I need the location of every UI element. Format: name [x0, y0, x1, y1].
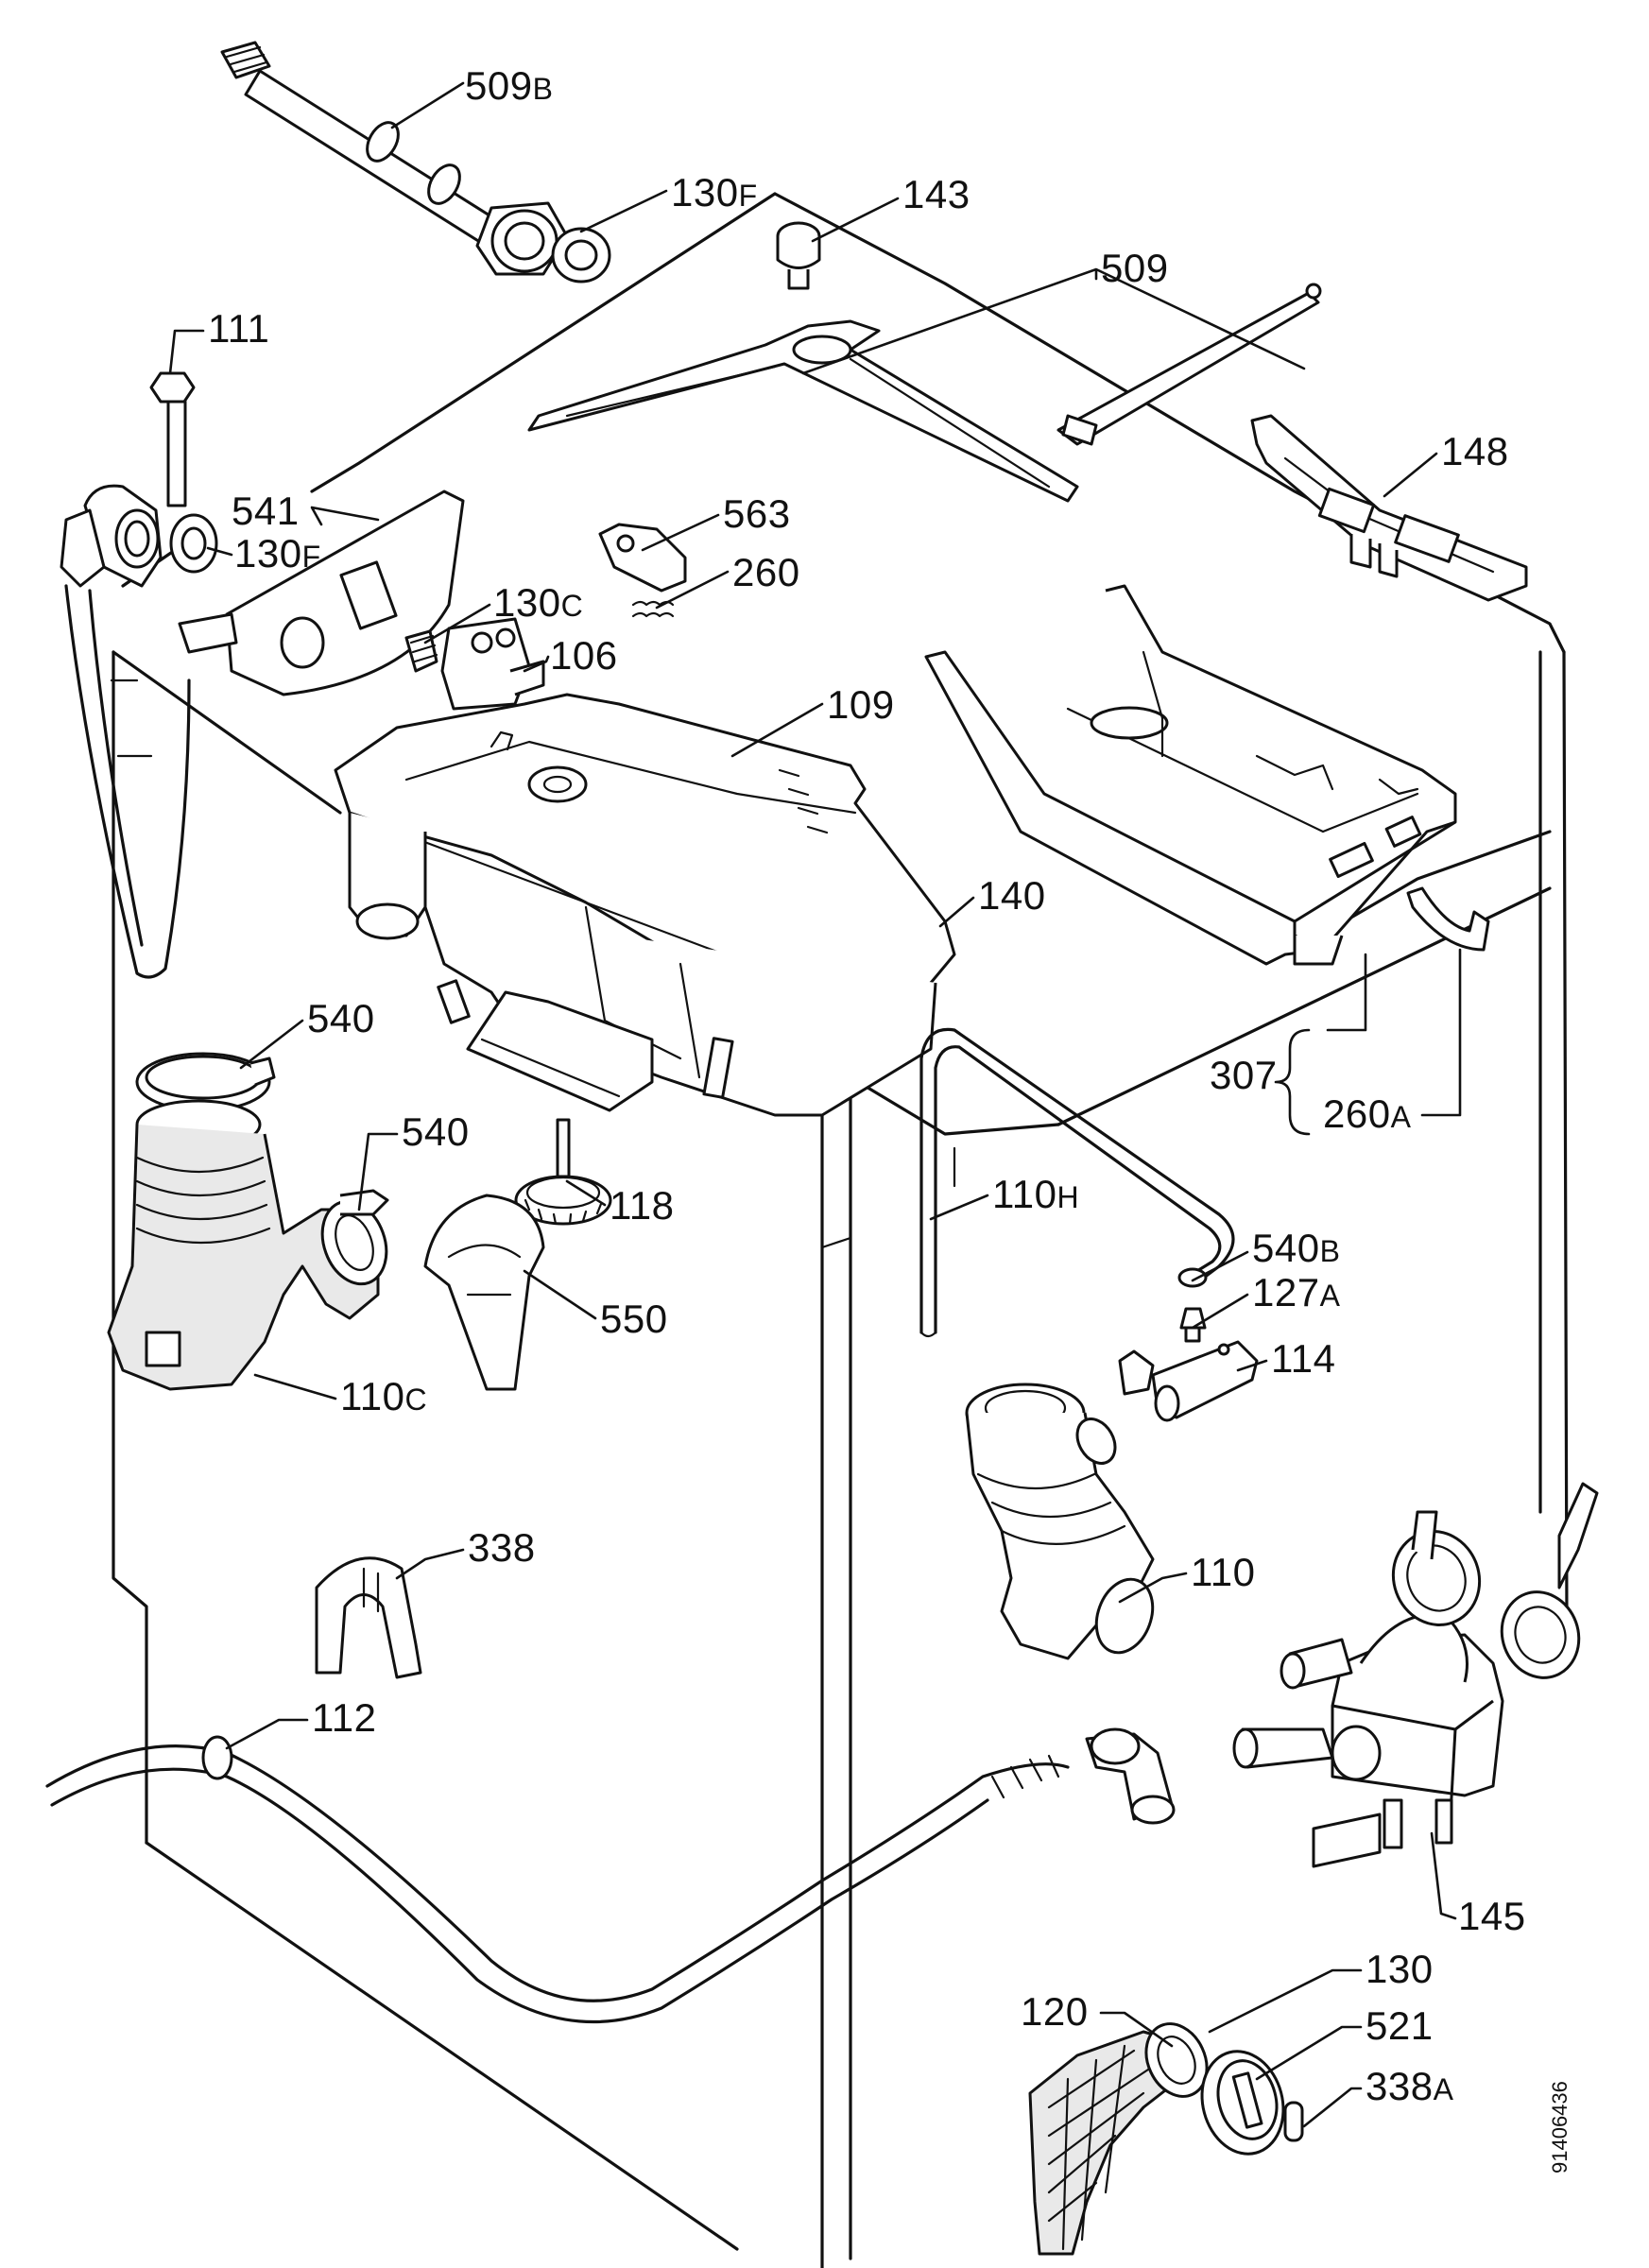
label-143: 143 — [902, 172, 971, 216]
filter-assembly-120 — [1028, 2022, 1304, 2256]
label-148: 148 — [1441, 429, 1509, 473]
bracket-541 — [178, 490, 465, 696]
label-260: 260 — [732, 550, 800, 594]
label-540-b: 540 — [402, 1109, 470, 1154]
valve-106 — [404, 617, 545, 711]
label-541: 541 — [232, 489, 300, 533]
drain-hose-112 — [45, 1727, 1176, 2024]
dispenser-housing-109 — [334, 693, 956, 1117]
label-140: 140 — [978, 873, 1046, 918]
cabinet-outline — [112, 192, 1569, 2268]
label-120: 120 — [1021, 1989, 1089, 2034]
hose-110h — [919, 1027, 1235, 1338]
hose-clamp-540a — [135, 1052, 276, 1112]
label-110c: 110C — [340, 1374, 427, 1418]
label-145: 145 — [1458, 1894, 1526, 1938]
label-106: 106 — [550, 633, 618, 678]
leader-lines — [168, 81, 1462, 2128]
label-130f-a: 130F — [671, 170, 758, 215]
clip-338 — [315, 1556, 422, 1679]
holder-550 — [423, 1194, 545, 1391]
inlet-hose-111 — [60, 371, 218, 979]
knob-143 — [776, 221, 821, 290]
label-540-a: 540 — [307, 996, 375, 1040]
part-labels: 509B 130F 143 509 111 148 541 563 130F 2… — [208, 63, 1572, 2174]
document-number: 91406436 — [1548, 2081, 1572, 2174]
label-112: 112 — [312, 1695, 376, 1740]
spray-arm-509 — [527, 283, 1322, 503]
nozzle-assembly — [1118, 1267, 1259, 1422]
drain-pump-145 — [1232, 1482, 1599, 1868]
bellows-hose-110 — [965, 1383, 1155, 1660]
label-114: 114 — [1271, 1336, 1335, 1381]
dispenser-cap-148 — [1250, 414, 1528, 602]
label-521: 521 — [1366, 2003, 1434, 2048]
label-110h: 110H — [992, 1172, 1079, 1216]
inlet-pipe-509b — [220, 41, 611, 284]
sump-hose-110c — [107, 1099, 389, 1391]
latch-563 — [598, 523, 687, 618]
label-509: 509 — [1101, 246, 1169, 290]
label-130c: 130C — [493, 580, 583, 625]
label-118: 118 — [610, 1183, 674, 1228]
label-307: 307 — [1210, 1053, 1278, 1097]
label-110: 110 — [1191, 1550, 1255, 1594]
label-338a: 338A — [1366, 2064, 1454, 2108]
label-509b: 509B — [465, 63, 553, 108]
label-109: 109 — [827, 682, 895, 727]
label-338: 338 — [468, 1525, 536, 1570]
label-540b: 540B — [1252, 1226, 1340, 1270]
gear-118 — [514, 1118, 612, 1226]
label-563: 563 — [723, 491, 791, 536]
label-260a: 260A — [1323, 1091, 1412, 1136]
label-111: 111 — [208, 306, 269, 351]
label-550: 550 — [600, 1297, 668, 1341]
label-127a: 127A — [1252, 1270, 1341, 1314]
label-130: 130 — [1366, 1947, 1434, 1991]
label-130f-b: 130F — [234, 531, 321, 576]
detergent-drawer-307 — [924, 584, 1490, 966]
